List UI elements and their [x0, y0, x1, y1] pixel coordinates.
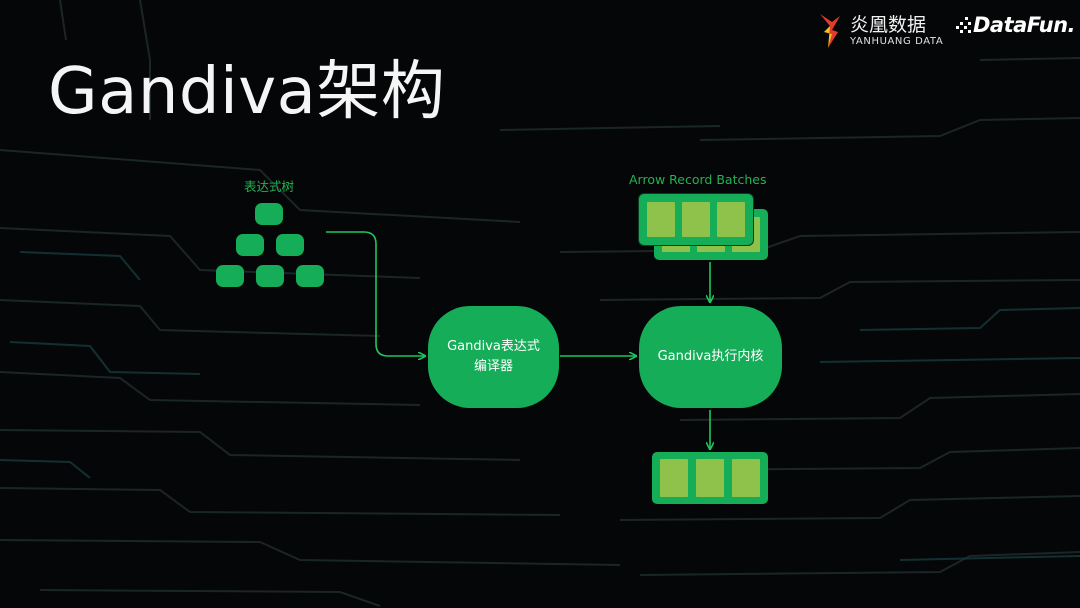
- expression-compiler-node: Gandiva表达式编译器: [428, 306, 559, 408]
- batch-cell: [717, 202, 745, 237]
- yanhuang-name-en: YANHUANG DATA: [850, 36, 944, 47]
- batch-cell: [682, 202, 710, 237]
- execution-kernel-label: Gandiva执行内核: [657, 349, 764, 364]
- tree-node: [256, 265, 284, 287]
- datafun-dots-icon: [956, 17, 971, 33]
- yanhuang-name-cn: 炎凰数据: [850, 14, 927, 36]
- batch-cell: [660, 459, 688, 497]
- expression-tree-label: 表达式树: [244, 179, 295, 194]
- output-batch: [652, 452, 768, 504]
- slide-title: Gandiva架构: [48, 55, 446, 129]
- tree-node: [236, 234, 264, 256]
- tree-node: [276, 234, 304, 256]
- batch-cell: [647, 202, 675, 237]
- datafun-logo: DataFun.: [955, 10, 1076, 42]
- execution-kernel-node: Gandiva执行内核: [639, 306, 782, 408]
- expression-compiler-label: Gandiva表达式编译器: [447, 339, 540, 374]
- tree-node: [255, 203, 283, 225]
- tree-node: [216, 265, 244, 287]
- yanhuang-logo: 炎凰数据 YANHUANG DATA: [818, 8, 948, 52]
- batch-cell: [696, 459, 724, 497]
- record-batch-front: [639, 194, 753, 245]
- datafun-name: DataFun.: [973, 13, 1076, 37]
- batch-cell: [732, 459, 760, 497]
- arrow-batches-label: Arrow Record Batches: [629, 172, 767, 187]
- yanhuang-mark-icon: [820, 14, 840, 48]
- tree-node: [296, 265, 324, 287]
